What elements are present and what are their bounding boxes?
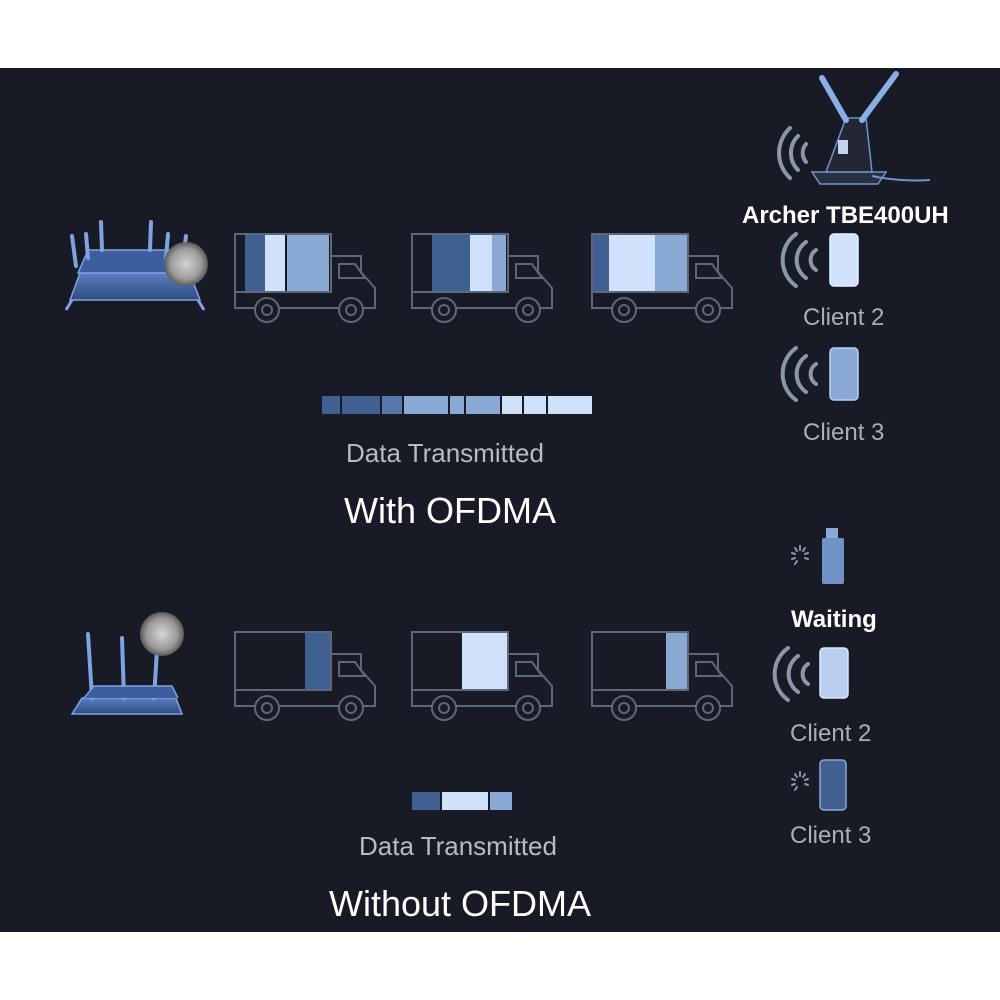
wifi6-router-icon: [70, 632, 184, 715]
data-transmitted-bar: [322, 396, 592, 414]
ofdma-comparison-panel: Archer TBE400UH Client 2 Client 3 Data T…: [0, 68, 1000, 932]
wifi-adapter-icon: [810, 71, 931, 185]
client3-label: Client 3: [790, 822, 872, 849]
signal-waves-icon: [780, 346, 818, 402]
phone-icon: [829, 347, 859, 401]
client3-label: Client 3: [803, 419, 885, 446]
signal-glow-icon: [140, 612, 184, 656]
truck-icon: [591, 631, 733, 721]
waiting-label: Waiting: [791, 606, 877, 633]
signal-waves-icon: [780, 232, 818, 288]
client2-label: Client 2: [803, 304, 885, 331]
truck-icon: [234, 631, 376, 721]
truck-icon: [591, 233, 733, 323]
data-caption: Data Transmitted: [359, 831, 557, 861]
usb-adapter-icon: [822, 528, 844, 584]
phone-icon: [819, 759, 847, 811]
truck-icon: [411, 631, 553, 721]
diagram-canvas: [64, 71, 931, 811]
no-ofdma-heading: Without OFDMA: [329, 883, 592, 924]
device-label: Archer TBE400UH: [742, 202, 949, 229]
data-caption: Data Transmitted: [346, 438, 544, 468]
signal-glow-icon: [164, 242, 208, 286]
loading-spinner-icon: [791, 545, 809, 565]
loading-spinner-icon: [791, 771, 809, 791]
wifi7-router-icon: [64, 220, 206, 311]
phone-icon: [829, 233, 859, 287]
client2-label: Client 2: [790, 720, 872, 747]
phone-icon: [819, 647, 849, 699]
truck-icon: [411, 233, 553, 323]
signal-waves-icon: [777, 126, 808, 180]
truck-icon: [234, 233, 376, 323]
ofdma-heading: With OFDMA: [344, 490, 556, 531]
signal-waves-icon: [772, 646, 810, 702]
data-transmitted-bar: [412, 792, 512, 810]
